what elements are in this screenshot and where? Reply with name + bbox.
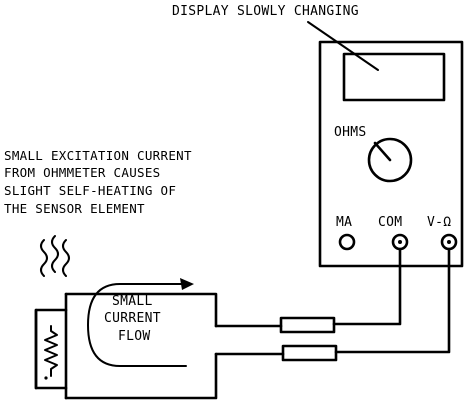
- dial-label: OHMS: [334, 125, 367, 140]
- excitation-note-line-3: SLIGHT SELF-HEATING OF: [4, 183, 176, 198]
- com-jack-label: COM: [378, 215, 402, 230]
- com-jack[interactable]: [391, 233, 409, 251]
- heat-waves-icon: [40, 235, 70, 277]
- rotary-knob-icon[interactable]: [367, 137, 413, 183]
- display-pointer-line: [307, 21, 379, 71]
- flow-label-line-3: FLOW: [118, 329, 151, 344]
- excitation-note-line-2: FROM OHMMETER CAUSES: [4, 165, 161, 180]
- flow-label-line-2: CURRENT: [104, 311, 161, 326]
- multimeter: OHMS MA COM V-Ω: [318, 40, 464, 268]
- excitation-note-line-1: SMALL EXCITATION CURRENT: [4, 148, 192, 163]
- current-flow-arrowhead: [180, 278, 194, 290]
- resistor-icon: [44, 325, 58, 377]
- flow-label-line-1: SMALL: [112, 294, 153, 309]
- lower-probe-handle: [281, 344, 338, 362]
- ma-jack-label: MA: [336, 215, 352, 230]
- sensor-dot: [44, 376, 48, 380]
- meter-body: [318, 40, 464, 268]
- display-note: DISPLAY SLOWLY CHANGING: [172, 4, 359, 19]
- probe-top-wire: [64, 292, 218, 328]
- lower-wire-to-v-ohm: [334, 247, 451, 354]
- v-ohm-jack-label: V-Ω: [427, 215, 451, 230]
- upper-probe-handle: [279, 316, 336, 334]
- probe-bottom-wire: [64, 352, 218, 400]
- current-flow-arrow: [87, 283, 187, 367]
- sensor-probe: SMALL CURRENT FLOW: [34, 278, 218, 400]
- test-leads: [214, 247, 451, 362]
- meter-display: [342, 52, 446, 102]
- excitation-note-line-4: THE SENSOR ELEMENT: [4, 201, 145, 216]
- upper-wire-to-com: [332, 247, 402, 326]
- excitation-note: SMALL EXCITATION CURRENT FROM OHMMETER C…: [4, 148, 192, 216]
- ma-jack[interactable]: [338, 233, 356, 251]
- v-ohm-jack[interactable]: [440, 233, 458, 251]
